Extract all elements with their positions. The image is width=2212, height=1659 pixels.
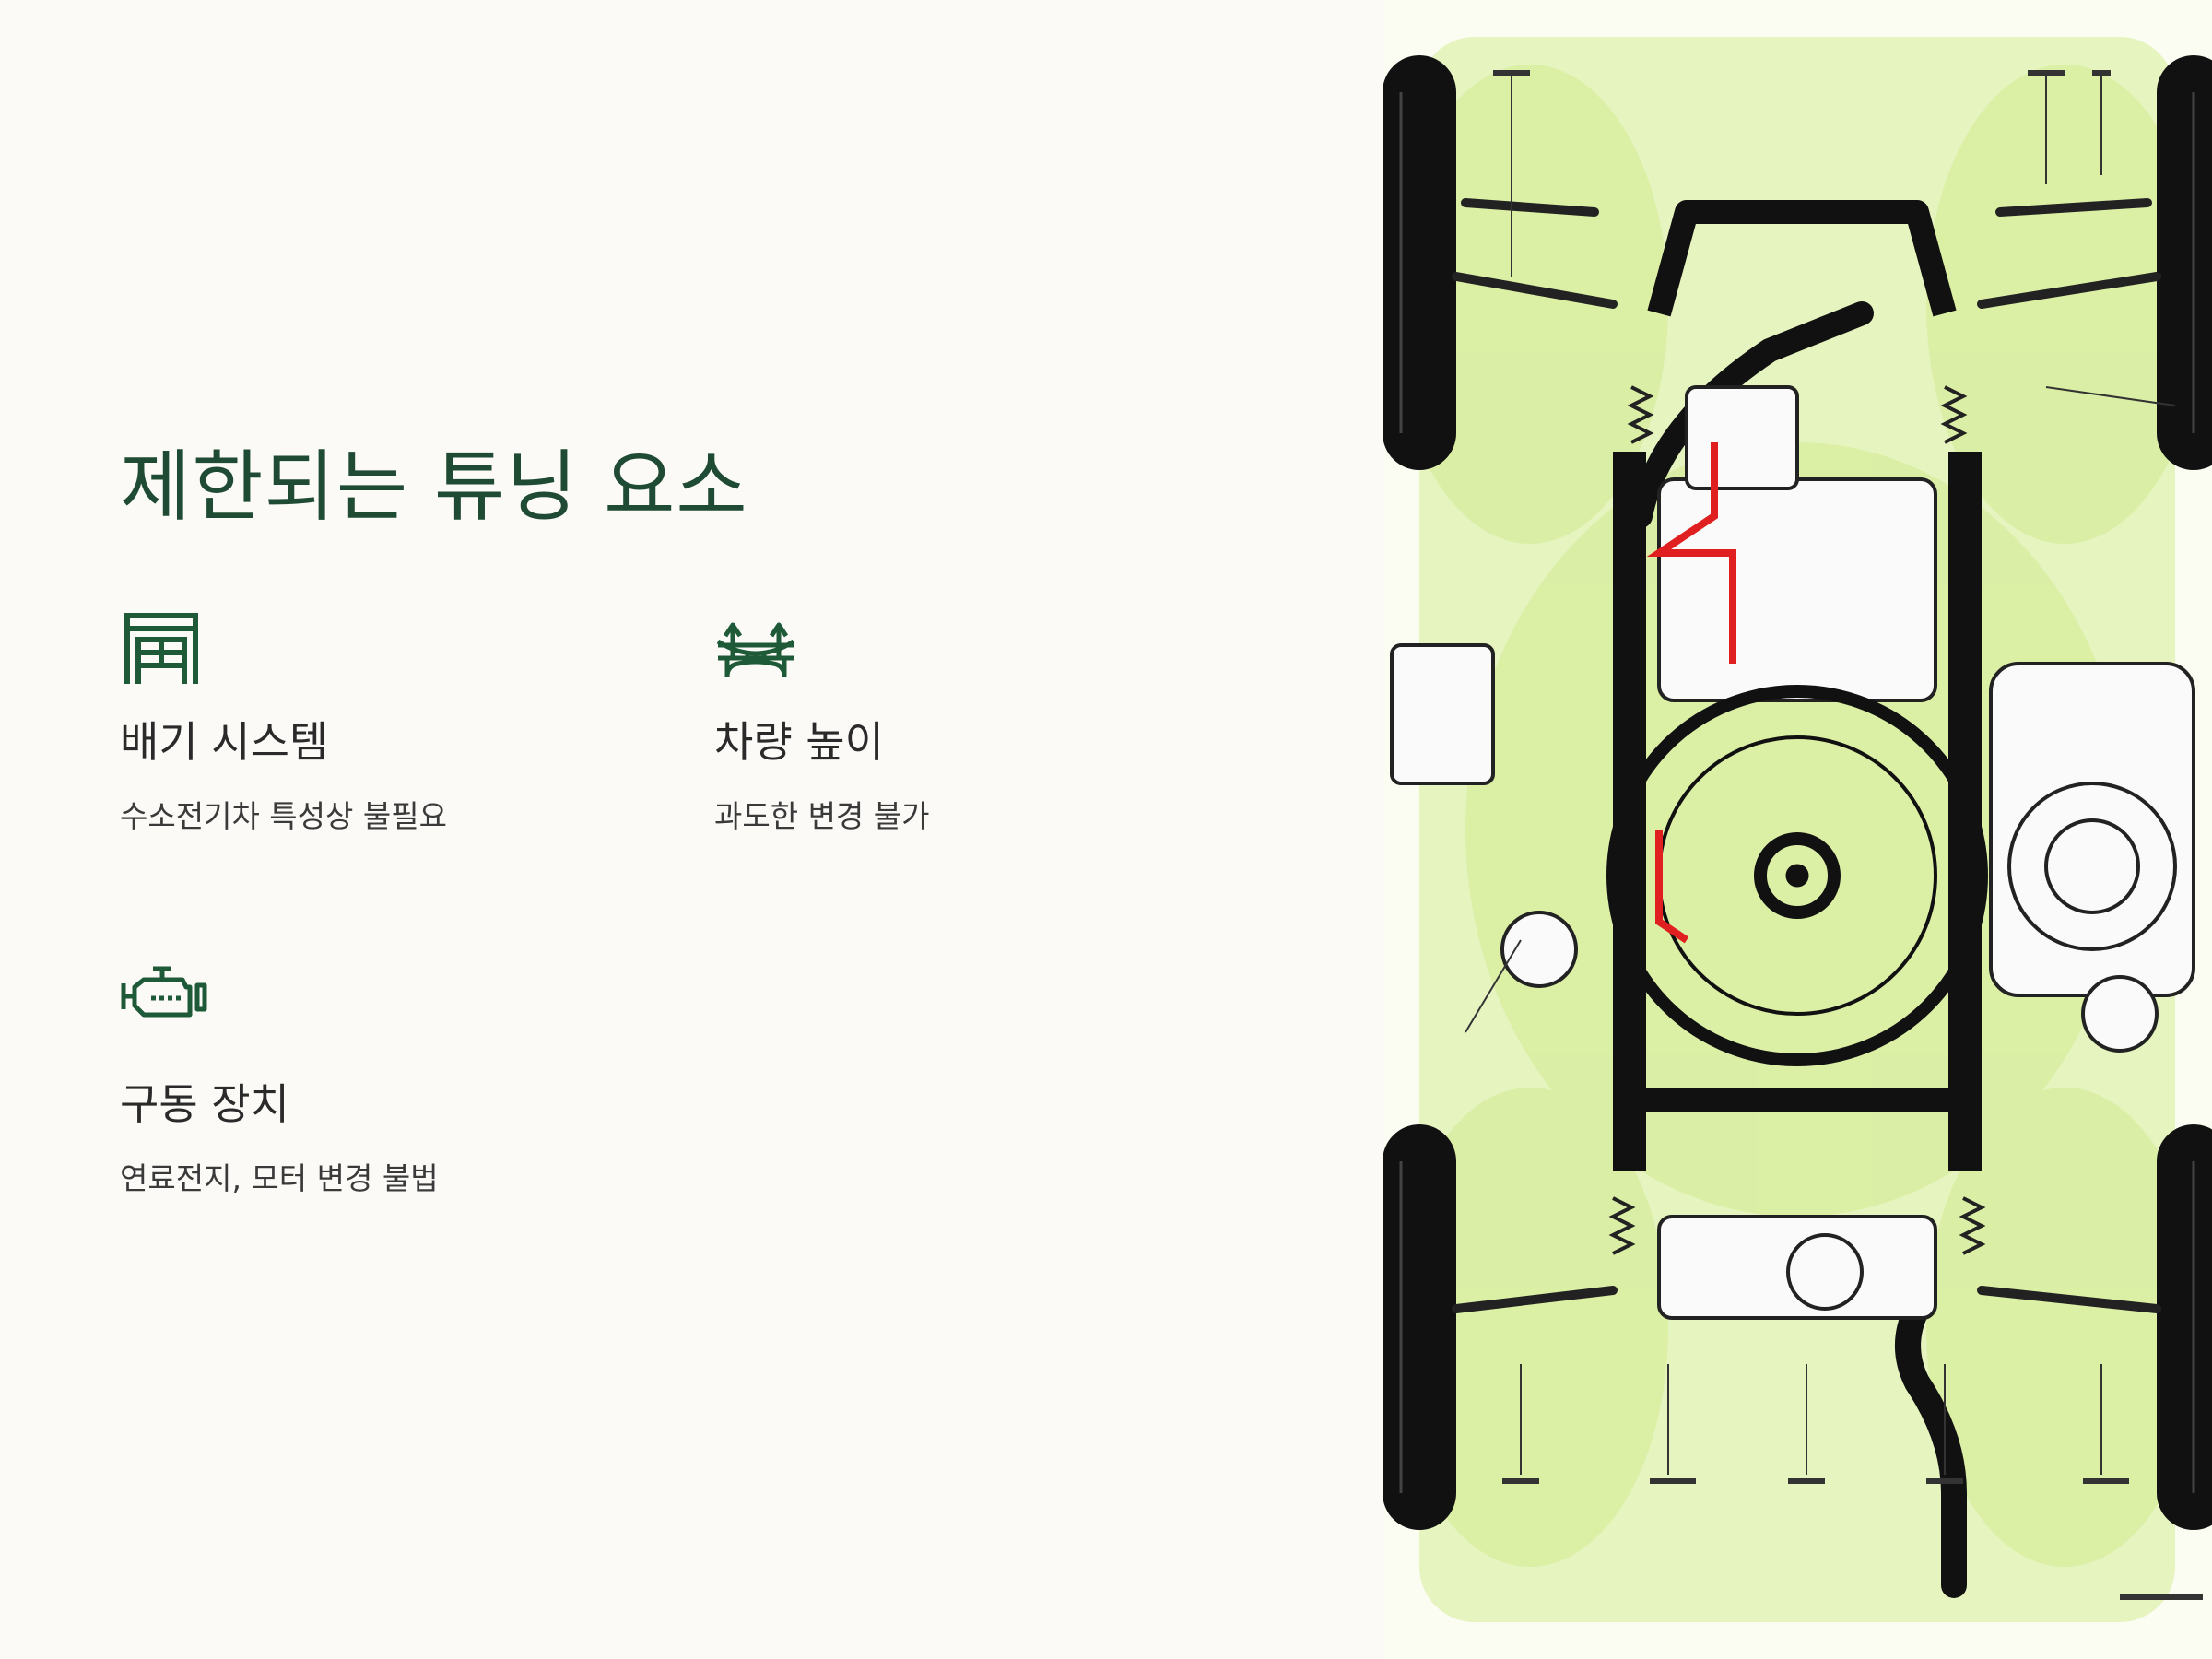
feature-description: 연료전지, 모터 변경 불법 <box>120 1160 439 1196</box>
feature-title: 배기 시스템 <box>120 717 329 767</box>
content-panel: 제한되는 튜닝 요소 배기 시스템 수소전기차 특성상 불필요 <box>120 441 1230 1196</box>
chassis-diagram-image <box>1382 0 2212 1659</box>
exhaust-gate-icon <box>124 613 198 684</box>
feature-title: 차량 높이 <box>714 717 884 767</box>
page-title: 제한되는 튜닝 요소 <box>120 441 748 532</box>
feature-description: 수소전기차 특성상 불필요 <box>120 798 447 834</box>
engine-icon <box>121 966 207 1018</box>
feature-drive-unit: 구동 장치 연료전지, 모터 변경 불법 <box>120 961 636 1196</box>
bridge-icon <box>716 622 795 677</box>
feature-description: 과도한 변경 불가 <box>714 798 930 834</box>
feature-title: 구동 장치 <box>120 1079 289 1129</box>
feature-vehicle-height: 차량 높이 과도한 변경 불가 <box>714 608 1230 834</box>
feature-exhaust-system: 배기 시스템 수소전기차 특성상 불필요 <box>120 608 636 834</box>
